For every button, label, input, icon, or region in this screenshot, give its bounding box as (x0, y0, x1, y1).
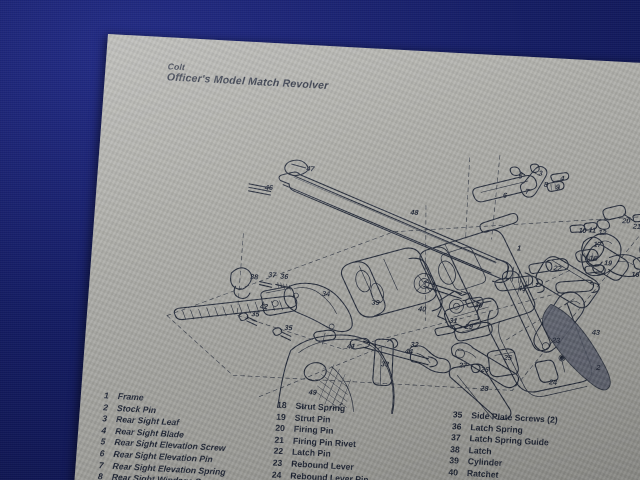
part-stock-pin (559, 355, 566, 373)
part-right-side-plate-wedge (541, 303, 611, 391)
part-side-plate-screw-1 (238, 312, 258, 326)
part-hammer-assembly (581, 232, 640, 278)
callout-23: 23 (551, 335, 561, 344)
assembly-guide-lines (166, 155, 640, 398)
callout-20: 20 (621, 216, 631, 225)
part-26-pin (470, 363, 481, 374)
callout-24: 24 (548, 377, 558, 386)
callout-31: 31 (449, 316, 458, 325)
part-trigger (450, 342, 520, 389)
callout-3: 3 (538, 169, 543, 178)
callout-7: 7 (525, 187, 531, 196)
callout-41: 41 (346, 341, 356, 350)
callout-46: 46 (264, 183, 275, 193)
part-rear-sight-leaf (472, 175, 538, 203)
callout-35: 35 (284, 323, 294, 332)
callout-19: 19 (604, 258, 613, 267)
callout-8: 8 (544, 180, 549, 189)
callout-30: 30 (474, 300, 483, 309)
callout-37: 37 (268, 270, 278, 279)
callout-28: 28 (479, 384, 489, 393)
callout-38: 38 (250, 272, 259, 281)
part-strut-pin (584, 264, 605, 274)
callout-48: 48 (409, 208, 419, 217)
callout-22: 22 (552, 263, 562, 272)
callout-47: 47 (305, 164, 316, 174)
callout-21: 21 (632, 222, 640, 231)
callout-1: 1 (517, 243, 522, 252)
callout-25: 25 (502, 353, 513, 363)
callout-49: 49 (307, 387, 317, 396)
callout-35: 35 (251, 309, 261, 318)
part-rear-sight-elevation-spring (546, 180, 565, 192)
part-frame (419, 213, 593, 397)
part-number: 8 (97, 471, 104, 480)
callout-32: 32 (410, 340, 419, 349)
callout-10: 10 (578, 226, 587, 235)
callout-34: 34 (322, 289, 331, 298)
part-crane-bushing (313, 329, 337, 345)
callout-26: 26 (479, 365, 490, 375)
part-ejector-rod (349, 337, 438, 368)
callout-27: 27 (458, 360, 469, 370)
callout-39: 39 (371, 298, 380, 307)
part-31-pin (434, 325, 463, 337)
callout-33: 33 (381, 359, 390, 368)
part-barrel (278, 171, 543, 288)
part-side-plate-screw-2 (272, 327, 292, 341)
part-13-14-15-16 (632, 238, 640, 270)
part-22-spring-left (545, 258, 569, 273)
callout-36: 36 (280, 272, 290, 281)
part-latch-pin (528, 261, 553, 275)
part-rebound-lever-pin (534, 359, 559, 383)
part-30-screw (465, 296, 492, 308)
callout-2: 2 (595, 363, 601, 372)
part-latch (230, 267, 253, 299)
schematic-sheet: Colt Officer's Model Match Revolver (72, 34, 640, 480)
callout-16: 16 (631, 270, 640, 279)
callout-44: 44 (404, 346, 414, 355)
callout-5: 5 (518, 171, 524, 180)
callout-17: 17 (593, 240, 603, 249)
callout-12: 12 (598, 228, 607, 237)
callout-4: 4 (559, 174, 565, 183)
callout-42: 42 (259, 302, 269, 311)
part-rear-sight-windage-screw (529, 163, 540, 173)
part-rear-sight-elevation-screw (509, 166, 526, 176)
part-10-11-12-pins (569, 219, 611, 233)
callout-45: 45 (517, 284, 528, 294)
part-rebound-lever (501, 270, 551, 352)
part-firing-pin-rivet (632, 213, 640, 223)
callout-18: 18 (589, 253, 598, 262)
exploded-view-diagram: 4746484543424144394038373634353533323130… (166, 155, 640, 430)
callout-9: 9 (555, 182, 560, 191)
part-rear-sight-elevation-pin (550, 172, 570, 183)
part-17-18-19 (581, 236, 606, 275)
callout-6: 6 (503, 191, 509, 200)
part-side-plate (260, 282, 353, 333)
callout-43: 43 (591, 328, 601, 337)
part-name: Ratchet (466, 468, 499, 480)
callout-29: 29 (464, 322, 474, 331)
part-latch-spring-guide (259, 281, 273, 288)
part-front-sight (284, 159, 309, 177)
part-mainspring (448, 363, 512, 426)
part-bolt (409, 345, 451, 374)
part-25-bolt (486, 348, 519, 378)
part-number: 24 (271, 469, 282, 480)
part-firing-pin (602, 204, 634, 222)
part-46-shims (248, 183, 272, 196)
callout-40: 40 (417, 304, 427, 313)
callout-11: 11 (588, 225, 596, 234)
